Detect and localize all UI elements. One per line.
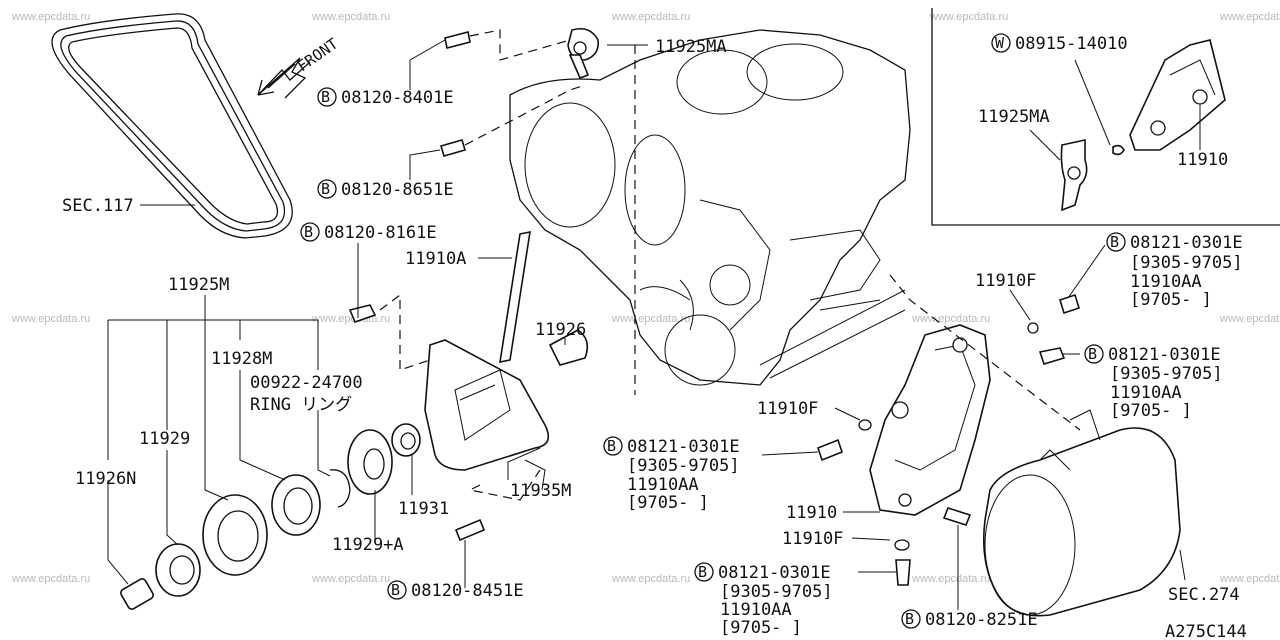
svg-text:www.epcdata.ru: www.epcdata.ru <box>611 11 690 23</box>
compressor-bracket <box>817 274 1181 617</box>
label-11910aa-a: 11910AA <box>1130 272 1202 292</box>
svg-text:www.epcdata.ru: www.epcdata.ru <box>11 313 90 325</box>
label-11926n: 11926N <box>75 469 136 489</box>
label-08120-8251e: 08120-8251E <box>925 610 1038 630</box>
label-11910-inset: 11910 <box>1177 150 1228 170</box>
drive-belt <box>51 13 293 239</box>
top-bolts <box>440 27 600 157</box>
svg-text:B: B <box>321 180 330 198</box>
label-08121-0301e-c: 08121-0301E <box>627 437 740 457</box>
svg-text:B: B <box>698 563 707 581</box>
svg-text:www.epcdata.ru: www.epcdata.ru <box>11 573 90 585</box>
label-11925ma-top: 11925MA <box>655 37 727 57</box>
label-11910a: 11910A <box>405 249 466 269</box>
label-range-a2: [9705- ] <box>1130 290 1212 310</box>
bolt-markers: B B B B B B B B B W <box>300 33 1126 629</box>
front-label: FRONT <box>294 35 341 76</box>
svg-text:www.epcdata.ru: www.epcdata.ru <box>929 11 1008 23</box>
watermarks: www.epcdata.ru www.epcdata.ru www.epcdat… <box>11 11 1280 585</box>
leader-lines <box>107 39 1201 610</box>
label-range-c2: [9705- ] <box>627 493 709 513</box>
svg-text:W: W <box>995 34 1005 52</box>
label-11910f-b: 11910F <box>757 399 818 419</box>
label-11925ma-inset: 11925MA <box>978 107 1050 127</box>
label-11929a: 11929+A <box>332 535 404 555</box>
label-11910f-c: 11910F <box>782 529 843 549</box>
label-08121-0301e-d: 08121-0301E <box>718 563 831 583</box>
svg-text:www.epcdata.ru: www.epcdata.ru <box>911 313 990 325</box>
svg-text:B: B <box>304 223 313 241</box>
label-11928m: 11928M <box>211 349 272 369</box>
label-11931: 11931 <box>398 499 449 519</box>
label-08120-8651e: 08120-8651E <box>341 180 454 200</box>
tensioner-bracket <box>348 230 589 542</box>
svg-text:B: B <box>1088 345 1097 363</box>
inset-frame <box>931 8 1280 226</box>
tensioner-pulley-stack <box>120 423 421 610</box>
label-ring: RING リング <box>250 395 352 415</box>
label-11926: 11926 <box>535 320 586 340</box>
label-range-d2: [9705- ] <box>720 618 802 638</box>
svg-text:www.epcdata.ru: www.epcdata.ru <box>311 313 390 325</box>
label-range-c1: [9305-9705] <box>627 456 740 476</box>
svg-text:B: B <box>607 437 616 455</box>
label-08120-8451e: 08120-8451E <box>411 581 524 601</box>
svg-text:www.epcdata.ru: www.epcdata.ru <box>1219 313 1280 325</box>
label-11910f-a: 11910F <box>975 271 1036 291</box>
part-labels: SEC.117 11925MA 08120-8401E 08120-8651E … <box>62 34 1247 640</box>
label-11910aa-d: 11910AA <box>720 600 792 620</box>
label-08120-8401e: 08120-8401E <box>341 88 454 108</box>
label-11910aa-c: 11910AA <box>627 475 699 495</box>
label-08121-0301e-b: 08121-0301E <box>1108 345 1221 365</box>
svg-text:www.epcdata.ru: www.epcdata.ru <box>1219 11 1280 23</box>
label-08121-0301e-a: 08121-0301E <box>1130 233 1243 253</box>
svg-text:www.epcdata.ru: www.epcdata.ru <box>311 11 390 23</box>
svg-text:www.epcdata.ru: www.epcdata.ru <box>611 313 690 325</box>
label-08120-8161e: 08120-8161E <box>324 223 437 243</box>
label-sec274: SEC.274 <box>1168 585 1240 605</box>
label-range-a1: [9305-9705] <box>1130 253 1243 273</box>
svg-text:B: B <box>1110 233 1119 251</box>
label-range-d1: [9305-9705] <box>720 582 833 602</box>
svg-text:B: B <box>321 88 330 106</box>
label-11910: 11910 <box>786 503 837 523</box>
label-08915-14010: 08915-14010 <box>1015 34 1128 54</box>
label-11935m: 11935M <box>510 481 571 501</box>
inset-bracket <box>1060 39 1226 212</box>
label-range-b1: [9305-9705] <box>1110 364 1223 384</box>
svg-text:www.epcdata.ru: www.epcdata.ru <box>311 573 390 585</box>
svg-text:www.epcdata.ru: www.epcdata.ru <box>1219 573 1280 585</box>
label-11925m: 11925M <box>168 275 229 295</box>
label-11910aa-b: 11910AA <box>1110 383 1182 403</box>
svg-text:www.epcdata.ru: www.epcdata.ru <box>11 11 90 23</box>
label-range-b2: [9705- ] <box>1110 401 1192 421</box>
label-11929: 11929 <box>139 429 190 449</box>
svg-text:www.epcdata.ru: www.epcdata.ru <box>911 573 990 585</box>
label-sec117: SEC.117 <box>62 196 134 216</box>
svg-text:B: B <box>905 610 914 628</box>
svg-text:www.epcdata.ru: www.epcdata.ru <box>611 573 690 585</box>
diagram-code: A275C144 <box>1165 622 1247 640</box>
engine-block <box>509 29 911 395</box>
label-00922-24700: 00922-24700 <box>250 373 363 393</box>
svg-text:B: B <box>391 581 400 599</box>
